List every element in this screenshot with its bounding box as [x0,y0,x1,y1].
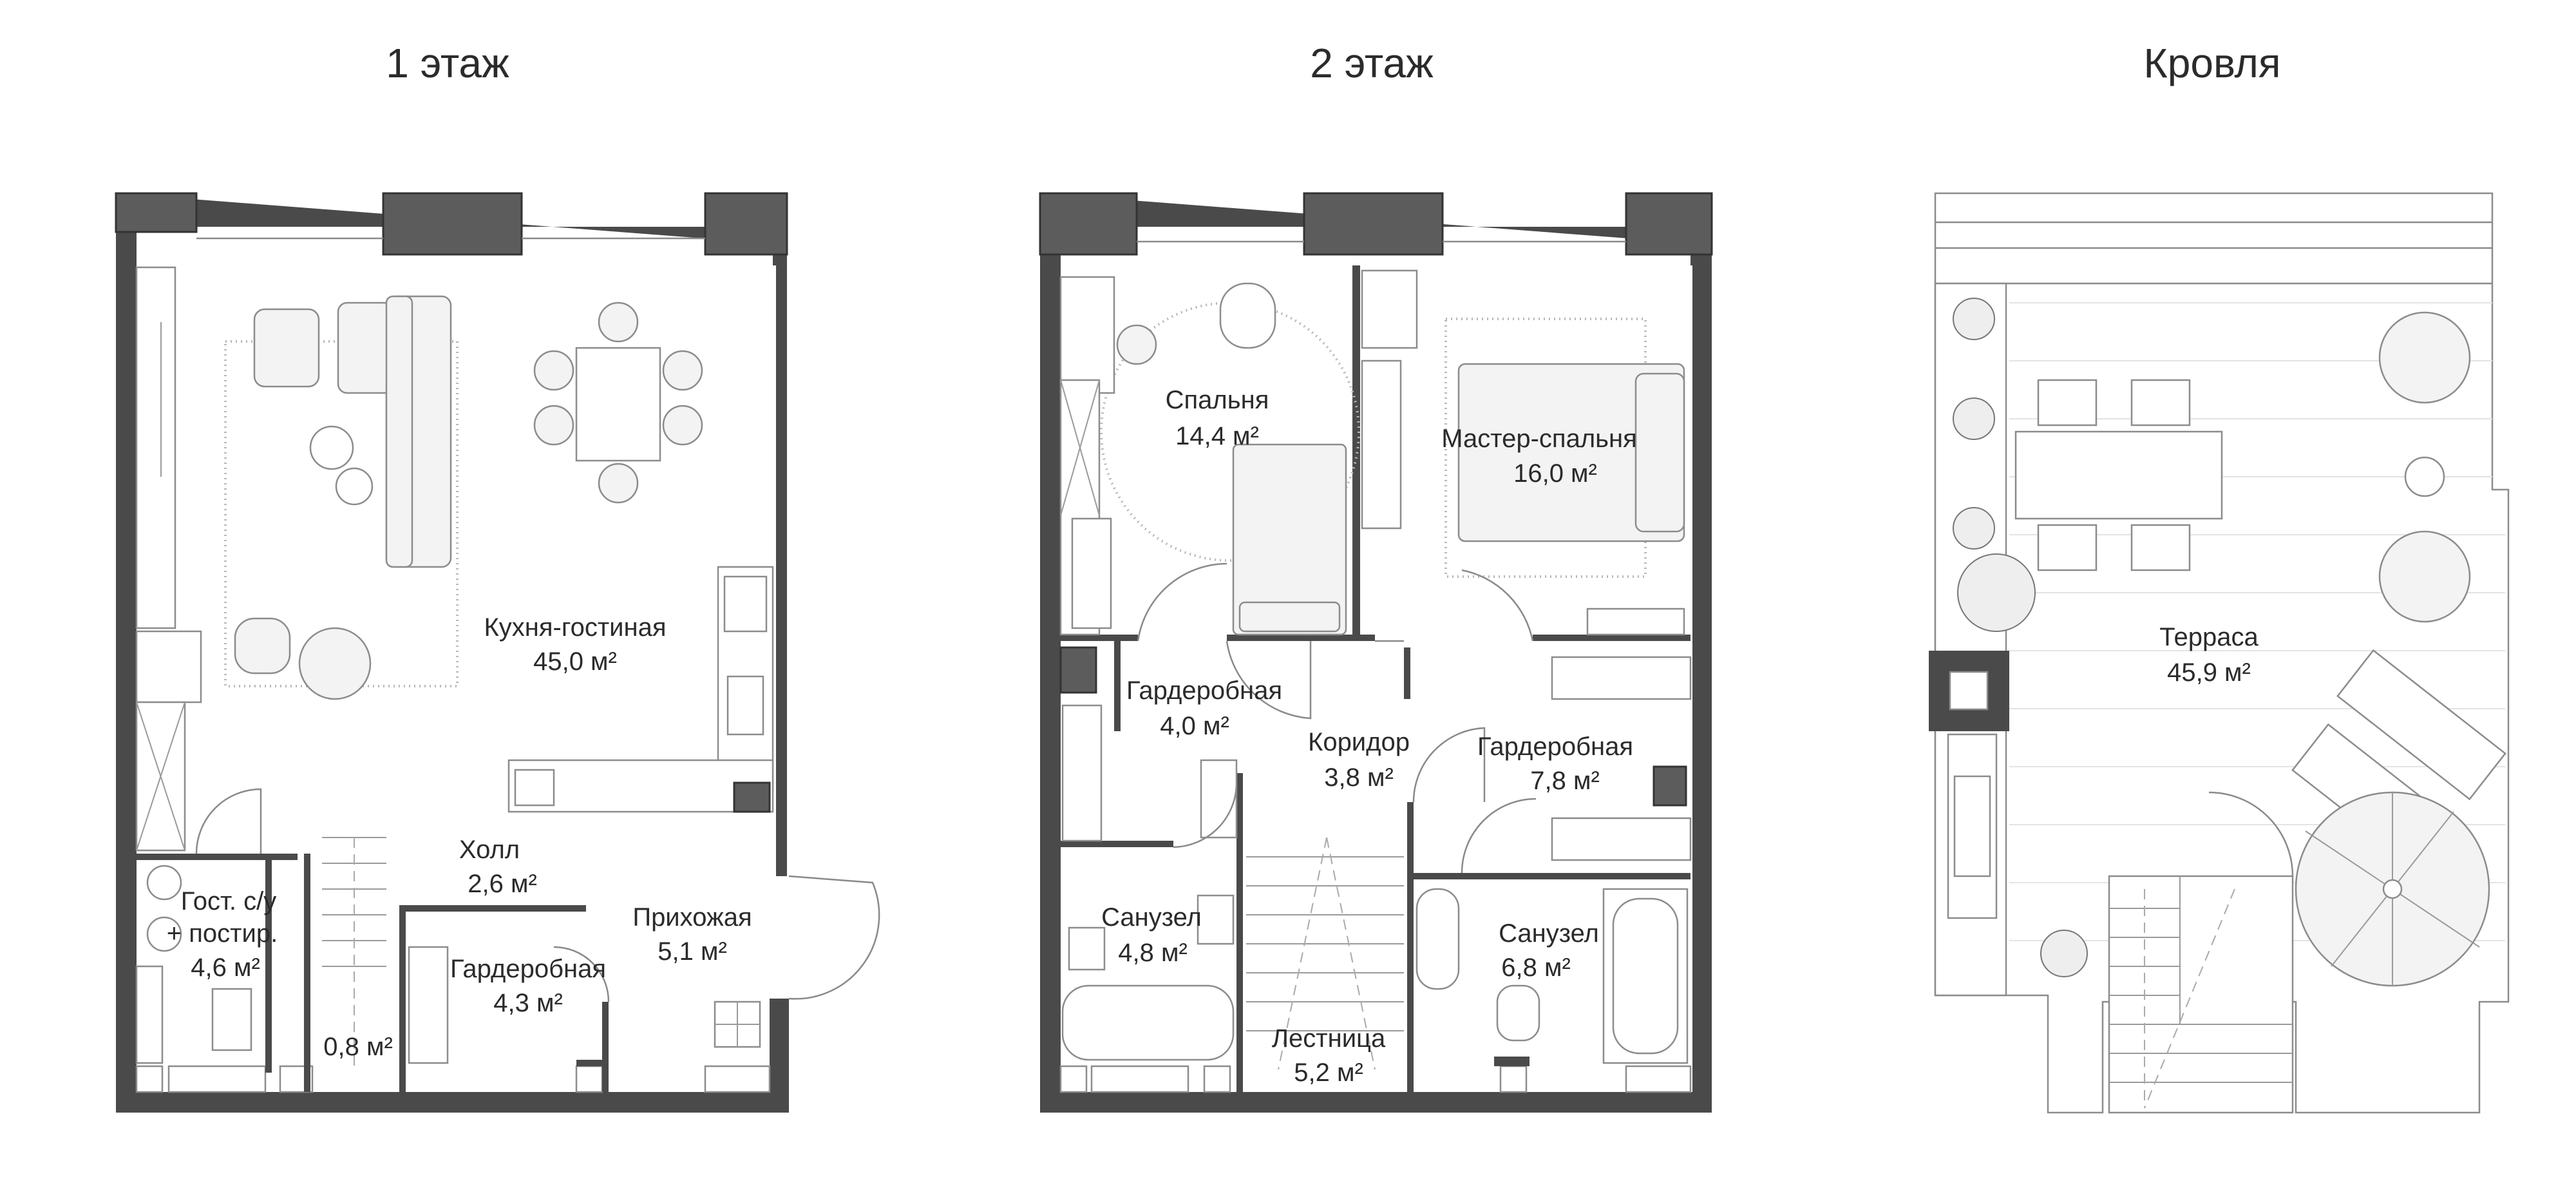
roof-stair-lines [2108,791,2294,1114]
room-hall-area: 2,6 м² [468,870,537,898]
floor-1-stair-lines [322,837,386,1069]
room-staircase-name: Лестница [1272,1024,1386,1053]
room-kitchen-living-area: 45,0 м² [533,647,617,676]
room-entrance-name: Прихожая [632,903,752,932]
room-bedroom-name: Спальня [1166,386,1269,414]
room-bathroom-2-name: Санузел [1499,919,1599,948]
floor-1-plan [115,192,880,1113]
room-wardrobe-1-area: 4,3 м² [493,989,563,1017]
room-terrace-name: Терраса [2159,623,2259,651]
room-master-bedroom-name: Мастер-спальня [1441,425,1637,453]
room-wardrobe-1-name: Гардеробная [450,955,606,983]
room-kitchen-living-name: Кухня-гостиная [484,613,667,642]
room-terrace-area: 45,9 м² [2167,658,2251,687]
floor-2-wardrobe-hatch [1061,517,1692,861]
roof-title: Кровля [2144,40,2281,86]
room-entrance-area: 5,1 м² [658,937,727,966]
room-guest-wc-name-line2: + постир. [167,919,278,948]
room-storage-area: 0,8 м² [323,1033,393,1061]
room-bathroom-2-area: 6,8 м² [1501,953,1571,982]
room-bathroom-1-area: 4,8 м² [1118,939,1188,967]
room-wardrobe-2-area: 4,0 м² [1160,712,1229,740]
room-hall-name: Холл [459,836,520,864]
room-wardrobe-2-name: Гардеробная [1126,676,1282,705]
floor-1-title: 1 этаж [386,40,509,86]
room-guest-wc-area: 4,6 м² [191,953,260,982]
room-bedroom-area: 14,4 м² [1175,422,1259,450]
room-corridor-area: 3,8 м² [1324,763,1394,792]
floor-2-plan [1039,192,1713,1113]
room-wardrobe-3-area: 7,8 м² [1530,767,1600,795]
room-staircase-area: 5,2 м² [1294,1058,1363,1087]
floor-1-wardrobe-rail [408,946,449,1064]
room-bathroom-1-name: Санузел [1101,903,1202,932]
roof-plan [1929,192,2510,1114]
room-corridor-name: Коридор [1308,728,1410,756]
floor-2-title: 2 этаж [1310,40,1434,86]
room-wardrobe-3-name: Гардеробная [1477,733,1633,761]
room-guest-wc-name-line1: Гост. с/у [181,887,276,915]
room-master-bedroom-area: 16,0 м² [1513,459,1597,488]
floor-2-stair-lines [1246,837,1404,1070]
